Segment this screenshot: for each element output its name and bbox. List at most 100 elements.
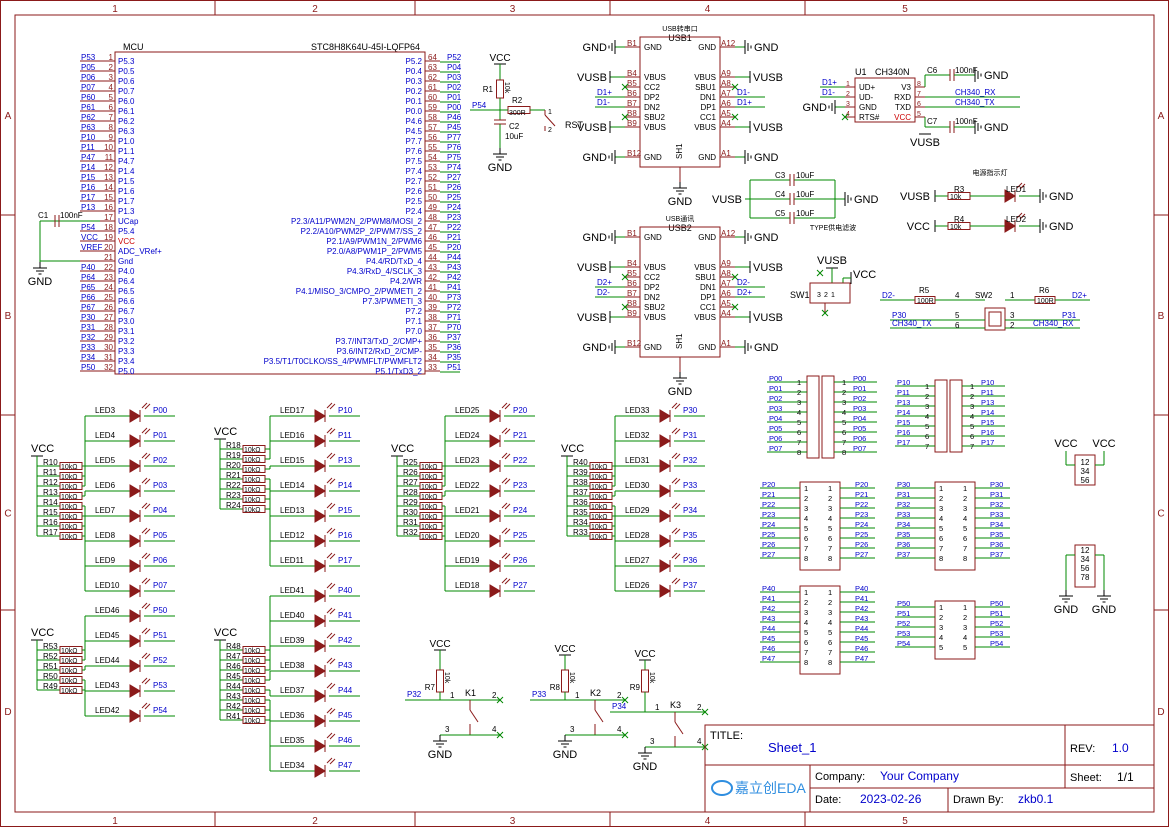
led-symbol xyxy=(129,459,141,473)
led-arrow xyxy=(326,582,333,589)
frame-row-label: B xyxy=(5,311,12,322)
usb2-pin-name: VBUS xyxy=(644,313,666,322)
net-label: P42 xyxy=(338,636,353,645)
mcu-pin-number: 14 xyxy=(104,183,113,192)
mcu-pin-number: 51 xyxy=(428,183,437,192)
net-label: P03 xyxy=(447,73,462,82)
mcu-pin-name: P4.4/RD/TxD_4 xyxy=(366,257,423,266)
noconnect-mark xyxy=(496,696,504,704)
net-label: CH340_RX xyxy=(1033,319,1074,328)
led-arrow xyxy=(501,552,508,559)
header-body xyxy=(934,481,976,571)
net-label: P32 xyxy=(81,333,96,342)
mcu-pin-name: VCC xyxy=(118,237,135,246)
vusb-label: VUSB xyxy=(712,194,742,206)
sheet-title: Sheet_1 xyxy=(768,740,816,755)
led-arrow xyxy=(329,428,336,435)
net-label: P62 xyxy=(81,113,96,122)
mcu-pin-number: 16 xyxy=(104,203,113,212)
net-label: P27 xyxy=(513,581,528,590)
net-label: P73 xyxy=(447,293,462,302)
usb2-shield: SH1 xyxy=(675,333,684,349)
frame-row-label: C xyxy=(4,509,11,520)
net-label: P02 xyxy=(447,83,462,92)
resistor-ref: R3 xyxy=(954,185,965,194)
ch340-pin-name: RTS# xyxy=(859,113,880,122)
noconnect-mark xyxy=(701,708,709,716)
led-symbol xyxy=(314,664,326,678)
mcu-title: MCU xyxy=(123,42,144,52)
net-label: P33 xyxy=(81,343,96,352)
led-symbol xyxy=(659,559,671,573)
vusb-label: VUSB xyxy=(753,122,783,134)
usb2-pin-name: GND xyxy=(644,343,662,352)
mcu-pin-name: P3.5/T1/T0CLKO/SS_4/PWMFLT/PWMFLT2 xyxy=(264,357,423,366)
usb2-pin-name: VBUS xyxy=(694,313,716,322)
header-pin: 5 xyxy=(925,422,929,431)
led-arrow xyxy=(326,732,333,739)
net-label: P30 xyxy=(683,406,698,415)
led-symbol xyxy=(314,589,326,603)
header-pin: 2 xyxy=(963,613,967,622)
resistor-ref: R46 xyxy=(226,662,241,671)
sw2-pin: 4 xyxy=(955,291,960,300)
usb1-pin-number: A1 xyxy=(721,149,731,158)
net-label: P17 xyxy=(897,438,910,447)
frame-column-label: 5 xyxy=(902,4,908,15)
net-label: P33 xyxy=(532,690,547,699)
net-label: P04 xyxy=(447,63,462,72)
net-label: P46 xyxy=(338,736,353,745)
net-label: P26 xyxy=(762,540,775,549)
resistor-ref: R43 xyxy=(226,692,241,701)
noconnect-mark xyxy=(621,113,629,121)
mcu-pin-number: 61 xyxy=(428,83,437,92)
net-label: P33 xyxy=(897,510,910,519)
net-label: P45 xyxy=(855,634,868,643)
usb1-pin-number: A5 xyxy=(721,109,731,118)
net-label: P22 xyxy=(762,500,775,509)
mcu-pin-name: P6.0 xyxy=(118,97,135,106)
header-pin: 4 xyxy=(804,618,808,627)
resistor-ref: R49 xyxy=(43,682,58,691)
net-label: P63 xyxy=(81,123,96,132)
mcu-pin-name: P5.0 xyxy=(118,367,135,376)
mcu-pin-number: 44 xyxy=(428,253,437,262)
mcu-pin-name: P7.1 xyxy=(406,317,423,326)
usb1-pin-name: GND xyxy=(698,153,716,162)
frame-row-label: D xyxy=(1157,707,1164,718)
net-label: P25 xyxy=(855,530,868,539)
mcu-pin-name: P0.6 xyxy=(118,77,135,86)
header-pin: 12 xyxy=(1081,546,1090,555)
noconnect-mark xyxy=(731,303,739,311)
key-pin: 2 xyxy=(697,703,702,712)
net-label: P31 xyxy=(990,490,1003,499)
mcu-pin-name: P7.0 xyxy=(406,327,423,336)
usb1-pin-name: GND xyxy=(698,43,716,52)
mcu-pin-number: 59 xyxy=(428,103,437,112)
net-label: D1+ xyxy=(597,88,612,97)
mcu-pin-name: P1.5 xyxy=(118,177,135,186)
header-pin: 4 xyxy=(842,408,846,417)
mcu-pin-name: P3.3 xyxy=(118,347,135,356)
led-symbol xyxy=(489,509,501,523)
frame-row-label: D xyxy=(4,707,11,718)
noconnect-mark xyxy=(621,696,629,704)
header-pin: 7 xyxy=(939,544,943,553)
eda-logo: 嘉立创EDA xyxy=(735,780,806,796)
net-label: P22 xyxy=(855,500,868,509)
net-label: P11 xyxy=(897,388,910,397)
net-label: P42 xyxy=(855,604,868,613)
header-pin: 6 xyxy=(828,534,832,543)
gnd-label: GND xyxy=(1054,604,1079,616)
resistor-ref: R30 xyxy=(403,508,418,517)
led-arrow xyxy=(144,428,151,435)
led-symbol xyxy=(314,559,326,573)
header-pin: 1 xyxy=(842,378,846,387)
led-arrow xyxy=(504,478,511,485)
resistor-value: 10kΩ xyxy=(244,497,261,504)
mcu-pin-number: 10 xyxy=(104,143,113,152)
led-arrow xyxy=(674,503,681,510)
key-switch xyxy=(594,709,604,723)
net-label: P04 xyxy=(153,506,168,515)
